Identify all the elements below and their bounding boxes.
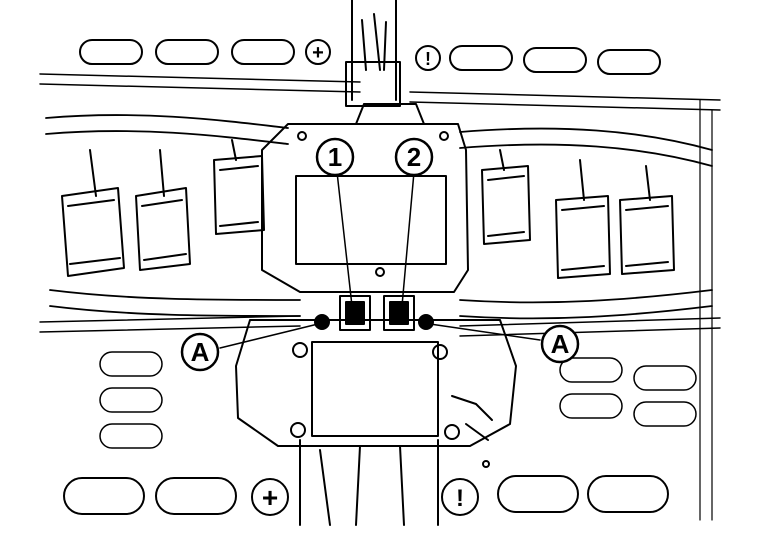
callout-circle bbox=[315, 137, 355, 177]
center-module bbox=[261, 103, 469, 293]
bang-mark-circle bbox=[415, 45, 441, 71]
panel-hole bbox=[99, 351, 163, 377]
callout-2: 2 bbox=[394, 137, 434, 177]
plus-mark-circle bbox=[251, 478, 289, 516]
top-hole-row: + ! bbox=[79, 39, 661, 75]
plus-mark-circle bbox=[305, 39, 331, 65]
plus-mark: + bbox=[262, 482, 278, 513]
controller-plate bbox=[311, 341, 439, 437]
connector-1 bbox=[314, 295, 371, 331]
callout-label: A bbox=[551, 329, 570, 359]
callout-1: 1 bbox=[315, 137, 355, 177]
connector bbox=[213, 155, 265, 235]
panel-hole bbox=[597, 49, 661, 75]
connector bbox=[135, 187, 191, 271]
center-channel bbox=[299, 0, 439, 526]
lower-controller bbox=[235, 319, 517, 468]
panel-hole bbox=[559, 357, 623, 383]
bolt bbox=[444, 424, 460, 440]
panel-hole bbox=[633, 365, 697, 391]
connector bbox=[619, 195, 675, 275]
panel-hole bbox=[63, 477, 145, 515]
left-connectors bbox=[61, 139, 265, 277]
panel-hole bbox=[155, 477, 237, 515]
panel-hole bbox=[559, 393, 623, 419]
panel-hole bbox=[633, 401, 697, 427]
callout-circle bbox=[180, 332, 220, 372]
callout-label: A bbox=[191, 337, 210, 367]
bang-mark: ! bbox=[425, 49, 431, 69]
harness-tubes bbox=[45, 114, 713, 320]
panel-hole bbox=[587, 475, 669, 513]
callout-a-right: A bbox=[540, 324, 580, 364]
right-connectors bbox=[481, 149, 675, 279]
bolt bbox=[432, 344, 448, 360]
plus-mark: + bbox=[312, 42, 324, 64]
side-holes bbox=[99, 351, 697, 449]
bolt bbox=[290, 422, 306, 438]
connector bbox=[61, 187, 125, 277]
panel-hole bbox=[497, 475, 579, 513]
panel-hole bbox=[99, 423, 163, 449]
panel-hole bbox=[155, 39, 219, 65]
leader-lines bbox=[219, 171, 541, 349]
bottom-hole-row: + ! bbox=[63, 475, 669, 516]
panel-hole bbox=[79, 39, 143, 65]
panel-hole bbox=[523, 47, 587, 73]
callout-a-left: A bbox=[180, 332, 220, 372]
panel-hole bbox=[449, 45, 513, 71]
bang-mark-circle bbox=[441, 478, 479, 516]
callout-circle bbox=[394, 137, 434, 177]
callout-label: 1 bbox=[328, 142, 342, 172]
connector bbox=[555, 195, 611, 279]
bang-mark: ! bbox=[456, 485, 464, 512]
callout-circle bbox=[540, 324, 580, 364]
connector-2 bbox=[383, 295, 434, 331]
bolt bbox=[292, 342, 308, 358]
panel-hole bbox=[231, 39, 295, 65]
callout-label: 2 bbox=[407, 142, 421, 172]
connector bbox=[481, 165, 531, 245]
panel-hole bbox=[99, 387, 163, 413]
